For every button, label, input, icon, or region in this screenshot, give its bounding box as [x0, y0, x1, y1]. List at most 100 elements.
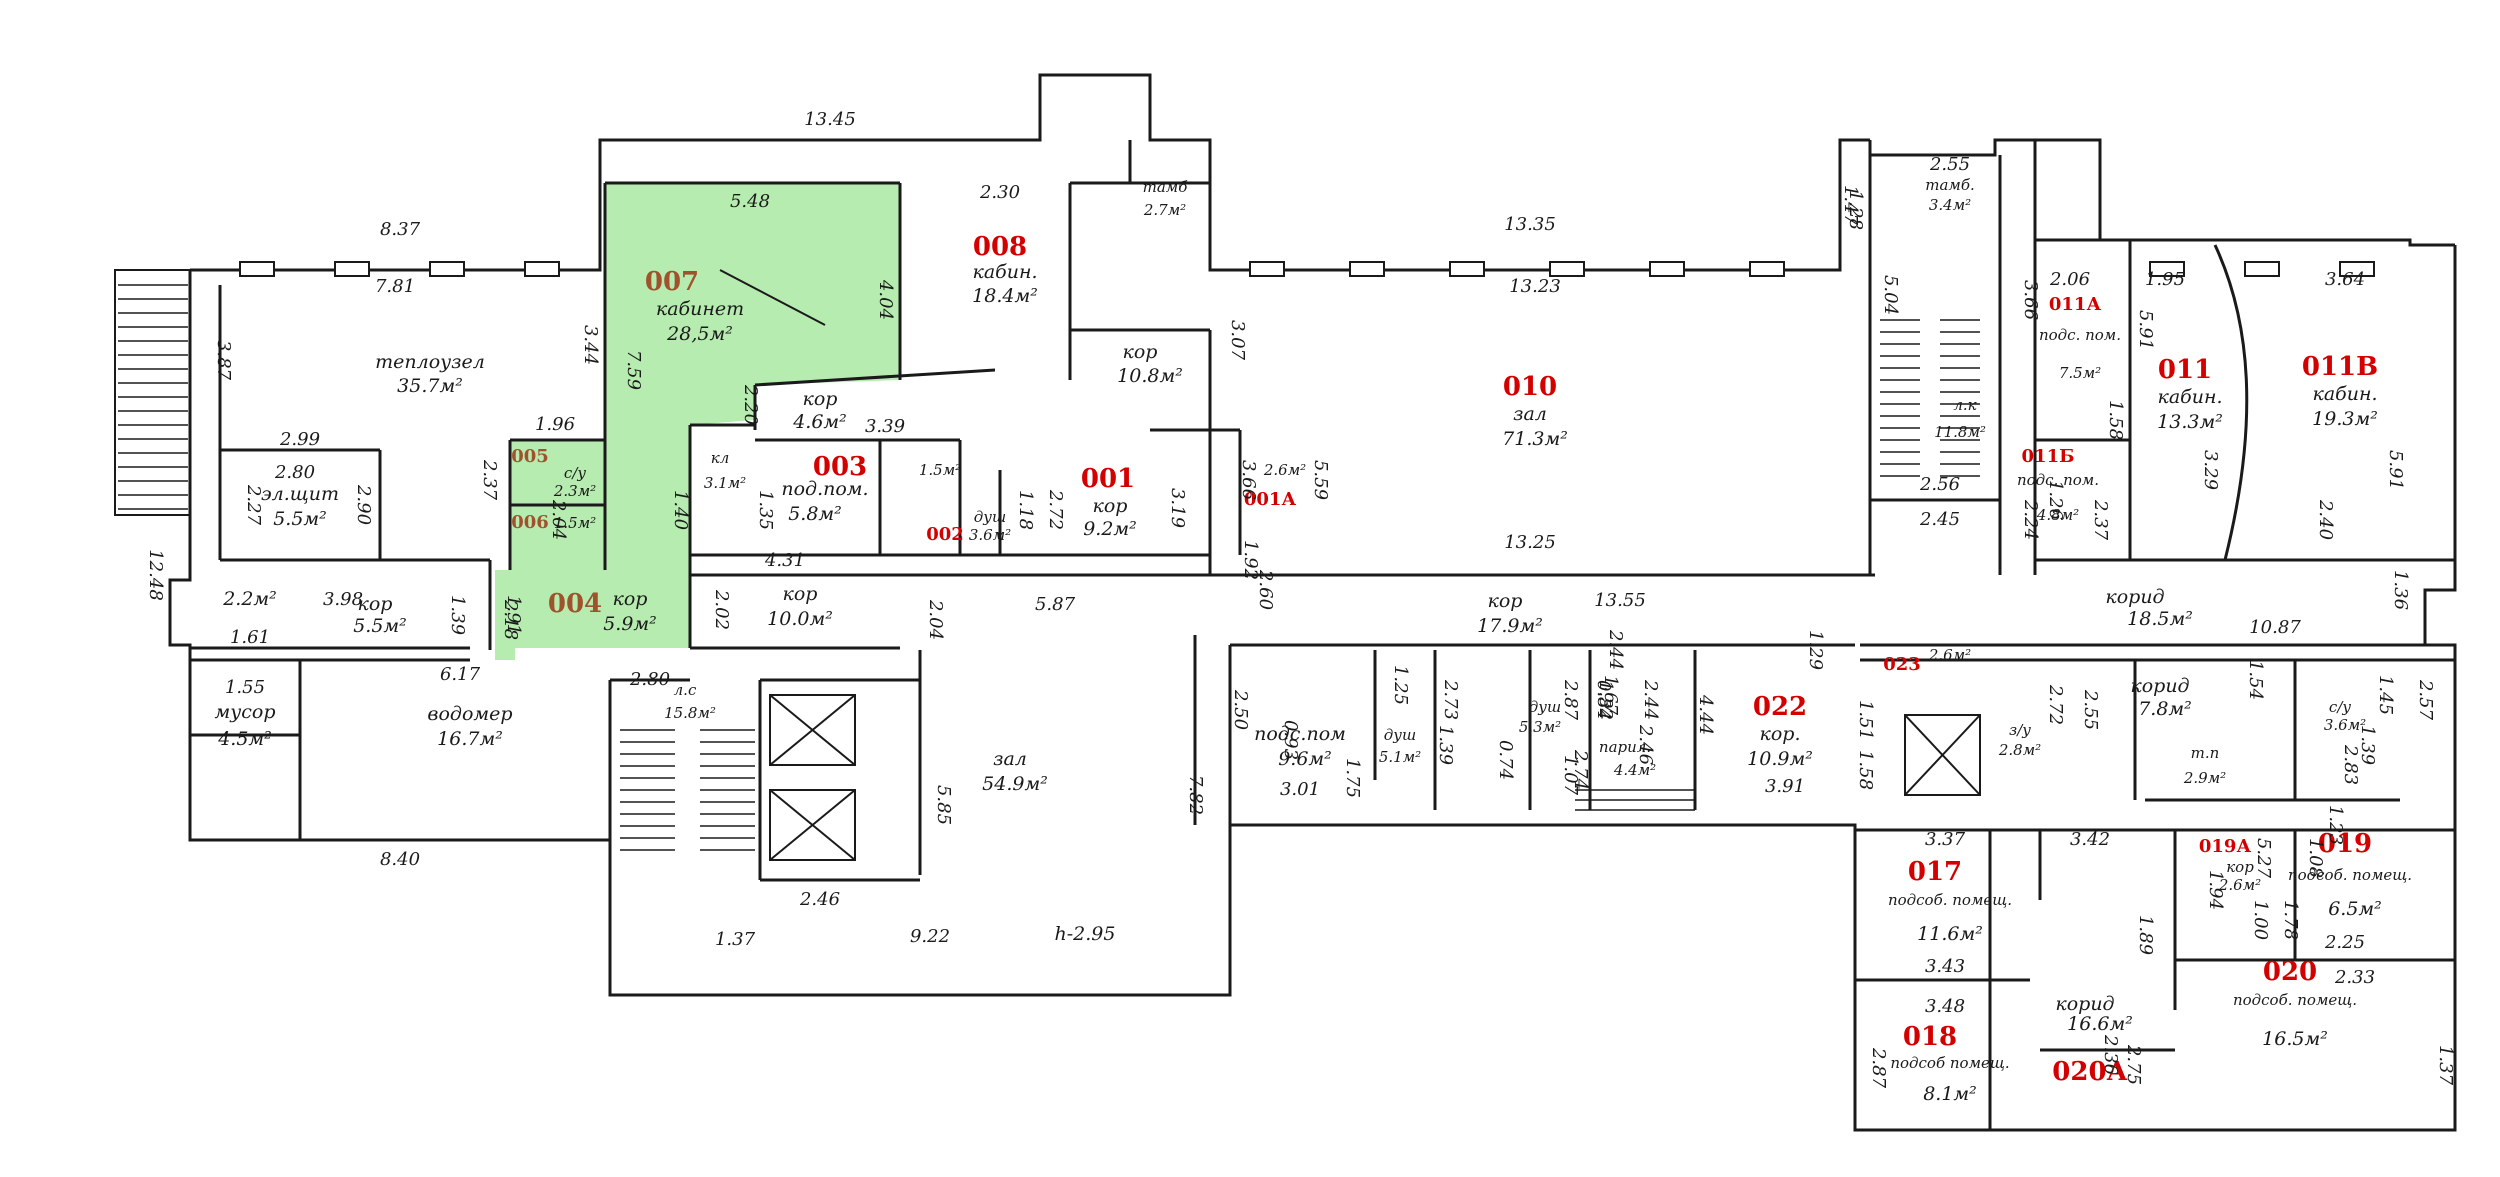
label-podspom: подс.пом	[1254, 723, 1346, 745]
label-kl: кл	[711, 449, 730, 467]
dim-vertical: 1.07	[1560, 755, 1581, 796]
label-kl-area: 3.1м²	[704, 474, 746, 492]
label-zu: з/у	[2009, 721, 2031, 739]
room-area-006: 1.5м²	[554, 514, 596, 532]
window	[1449, 261, 1485, 277]
room-name-008: кабин.	[972, 261, 1037, 283]
label-ls2-area: 11.8м²	[1934, 423, 1986, 441]
room-name-011b: подс. пом.	[2017, 471, 2099, 489]
dim-vertical: 1.23	[2325, 805, 2346, 845]
dim-vertical: 2.83	[2340, 744, 2361, 785]
window	[239, 261, 275, 277]
dim-vertical: 2.04	[548, 499, 569, 540]
room-number-020a: 020А	[2052, 1057, 2127, 1087]
room-area-022: 10.9м²	[1747, 748, 1813, 770]
window	[2244, 261, 2280, 277]
room-number-005: 005	[511, 446, 549, 467]
room-area-001: 9.2м²	[1083, 518, 1137, 540]
room-number-002: 002	[926, 524, 964, 545]
dim-vertical: 1.29	[1805, 630, 1826, 670]
label-area-2-6: 2.6м²	[1263, 461, 1306, 479]
dim-vertical: 1.28	[1845, 190, 1866, 230]
room-name-007: кабинет	[656, 298, 744, 320]
dim-vertical: 4.44	[1695, 694, 1716, 735]
dim-vertical: 2.90	[353, 484, 374, 525]
room-name-018: подсоб помещ.	[1890, 1054, 2009, 1072]
dim-bottom-0: 8.40	[380, 849, 420, 870]
dim-lower-12: 2.25	[2324, 932, 2365, 953]
dim-vertical: 5.59	[1310, 460, 1331, 500]
label-parilka-area: 4.4м²	[1613, 761, 1656, 779]
dim-lower-7: 3.91	[1765, 776, 1805, 797]
dim-vertical: 5.85	[933, 785, 954, 825]
label-tamb2: тамб.	[1925, 176, 1975, 194]
room-number-007: 007	[645, 267, 699, 297]
dim-vertical: 1.36	[2390, 570, 2411, 610]
label-kor-10-8: кор	[1123, 341, 1158, 363]
dim-vertical: 3.29	[2200, 450, 2221, 490]
dim-vertical: 3.66	[2020, 280, 2041, 320]
window	[1349, 261, 1385, 277]
label-korid-18-area: 18.5м²	[2127, 608, 2193, 630]
label-elshchit: эл.щит	[261, 483, 339, 505]
dim-vertical: 1.94	[2205, 870, 2226, 910]
radiator-symbol	[719, 269, 826, 326]
room-name-002: душ	[974, 508, 1006, 526]
dim-vertical: 2.75	[2123, 1044, 2144, 1085]
room-area-002: 3.6м²	[969, 526, 1011, 544]
dim-lower-3: 6.17	[440, 664, 481, 685]
room-number-023: 023	[1883, 654, 1921, 675]
label-dush1-area: 5.1м²	[1379, 748, 1421, 766]
room-name-011a: подс. пом.	[2039, 326, 2121, 344]
label-su-right-area: 3.6м²	[2324, 716, 2366, 734]
label-korid-7-area: 7.8м²	[2138, 698, 2192, 720]
window	[2149, 261, 2185, 277]
dim-vertical: 2.73	[1440, 679, 1461, 720]
window	[1549, 261, 1585, 277]
dim-vertical: 2.18	[500, 599, 521, 640]
dim-vertical: 5.27	[2253, 838, 2274, 879]
room-number-004: 004	[548, 589, 602, 619]
dim-lower-0: 3.98	[323, 589, 363, 610]
dim-lower-10: 3.43	[1925, 956, 1965, 977]
dim-middle-2: 1.96	[535, 414, 575, 435]
dim-vertical: 3.19	[1167, 488, 1188, 528]
label-korid-16: корид	[2055, 993, 2114, 1015]
dim-vertical: 2.50	[1230, 689, 1251, 730]
outer-walls	[114, 73, 2457, 1132]
label-tamb1-area: 2.7м²	[1143, 201, 1186, 219]
room-number-001: 001	[1081, 464, 1135, 494]
label-su-right: с/у	[2329, 698, 2351, 716]
room-number-018: 018	[1903, 1022, 1957, 1052]
dim-vertical: 2.87	[1868, 1047, 1889, 1089]
room-name-019a: кор	[2226, 858, 2254, 876]
dim-vertical: 5.04	[1880, 275, 1901, 315]
dim-vertical: 7.82	[1185, 775, 1206, 815]
dim-vertical: 1.40	[670, 490, 691, 530]
room-number-020: 020	[2263, 957, 2317, 987]
dim-vertical: 1.39	[447, 595, 468, 635]
dim-vertical: 0.74	[1495, 740, 1516, 780]
dimension-labels: 13.45 8.37 5.48 2.30 13.35 2.55 7.81 13.…	[225, 109, 2375, 1017]
label-kor-10-0: кор	[783, 583, 818, 605]
dim-top-0: 13.45	[804, 109, 856, 130]
dim-vertical: 2.72	[1045, 489, 1066, 530]
room-name-010: зал	[1513, 403, 1547, 425]
dim-lower-2: 1.55	[225, 677, 265, 698]
room-number-017: 017	[1908, 857, 1962, 887]
dim-vertical: 1.26	[2045, 480, 2066, 520]
room-name-019: подсоб. помещ.	[2288, 866, 2412, 884]
room-area-007: 28,5м²	[666, 323, 733, 345]
room-area-017: 11.6м²	[1917, 923, 1983, 945]
dim-vertical: 1.18	[1015, 490, 1036, 530]
dim-vertical: 12.48	[145, 549, 166, 601]
label-musor-area: 4.5м²	[217, 728, 272, 750]
dim-lower-5: 5.87	[1035, 594, 1076, 615]
label-kor-4-6-area: 4.6м²	[792, 411, 847, 433]
room-area-023: 2.6м²	[1928, 646, 1971, 664]
dim-inner-top-1: 13.23	[1509, 276, 1561, 297]
label-korid-7: корид	[2130, 675, 2189, 697]
room-area-010: 71.3м²	[1502, 428, 1568, 450]
